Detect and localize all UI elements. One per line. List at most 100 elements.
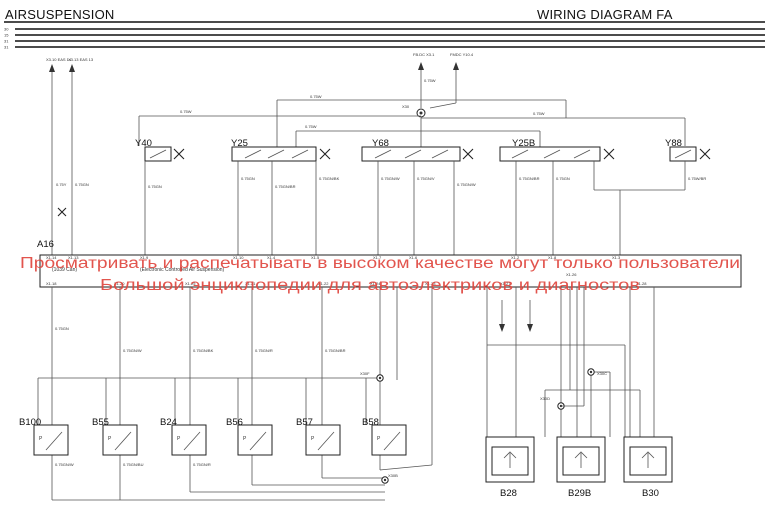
ref-label: X3.13 EAS 13 xyxy=(68,57,94,62)
ref-label: FMDC Y10.4 xyxy=(450,52,474,57)
component-label: B29B xyxy=(568,488,591,499)
valve-symbol-icon xyxy=(699,148,711,160)
wire xyxy=(244,149,262,159)
wire xyxy=(573,149,591,159)
wire-color: 0.75GN xyxy=(241,176,255,181)
sensor-b58: B58 P xyxy=(362,417,407,456)
wire-color: 0.75GN/BR xyxy=(275,184,296,189)
wire-color: 0.75GN/BU xyxy=(123,462,144,467)
pin-label: X1.4 xyxy=(267,255,276,260)
wire-color: 0.75GN/R xyxy=(255,348,273,353)
pin-label: X1.27 xyxy=(500,281,511,286)
power-buses: 30 15 31 31 xyxy=(4,27,765,50)
wire xyxy=(267,149,285,159)
arrow-icon xyxy=(69,64,75,72)
component-label: B56 xyxy=(226,417,243,428)
ecu-label: A16 xyxy=(37,239,54,250)
component-label: B55 xyxy=(92,417,109,428)
valve-y40: Y40 xyxy=(135,138,185,255)
valve-symbol-icon xyxy=(603,148,615,160)
splice-icon xyxy=(589,370,593,374)
pin-label: X1.25 xyxy=(185,281,196,286)
pin-label: X1.28 xyxy=(636,281,647,286)
pin-label: X1.18 xyxy=(46,281,57,286)
sensor-b28: B28 xyxy=(485,436,535,499)
component-label: Y40 xyxy=(135,138,152,149)
arrow-icon xyxy=(574,451,588,468)
watermark: Просматривать и распечатывать в высоком … xyxy=(20,255,740,294)
wire-color: 0.75GN/W xyxy=(123,348,142,353)
top-power-refs: FB.DC X3.1 FMDC Y10.4 X30 0.75W 0.75W 0.… xyxy=(138,52,686,147)
wire-color: 0.75W/BR xyxy=(688,176,706,181)
pin-label: X1.8 xyxy=(548,255,557,260)
junction-label: X30D xyxy=(540,396,550,401)
right-wiring: X30C X30D xyxy=(486,287,655,437)
watermark-line: Большой энциклопедии для автоэлектриков … xyxy=(100,277,640,294)
wire-color: 0.75W xyxy=(180,109,192,114)
pressure-sensor-icon xyxy=(305,424,341,456)
p-symbol-icon: P xyxy=(243,436,247,442)
wire xyxy=(431,149,449,159)
wire-color: 0.75W xyxy=(533,111,545,116)
wire-color: 0.75GN/W xyxy=(381,176,400,181)
wire xyxy=(429,102,457,109)
height-sensors: B28 B29B B30 xyxy=(485,436,673,499)
p-symbol-icon: P xyxy=(377,436,381,442)
pin-label: X1.22 xyxy=(318,281,329,286)
splice-icon xyxy=(419,111,423,115)
wire-color: 0.75GN/BK xyxy=(193,348,214,353)
pin-label: X1.10 xyxy=(233,255,244,260)
pin-label: X1.26 xyxy=(566,272,577,277)
p-symbol-icon: P xyxy=(311,436,315,442)
wire xyxy=(374,149,392,159)
wire xyxy=(45,431,63,451)
pressure-sensor-icon xyxy=(102,424,138,456)
watermark-line: Просматривать и распечатывать в высоком … xyxy=(20,255,740,272)
wire xyxy=(543,149,561,159)
wire-color: 0.75W xyxy=(305,124,317,129)
component-label: Y68 xyxy=(372,138,389,149)
component-label: B24 xyxy=(160,417,177,428)
wire xyxy=(317,431,335,451)
component-label: Y88 xyxy=(665,138,682,149)
valve-coil-icon xyxy=(231,146,317,162)
wire xyxy=(383,431,401,451)
p-symbol-icon: P xyxy=(177,436,181,442)
wire xyxy=(114,431,132,451)
sensor-b24: B24 P xyxy=(160,417,207,456)
wire-color: 0.75GN/W xyxy=(457,182,476,187)
bus-label: 30 xyxy=(4,27,9,32)
valve-y25: Y25 xyxy=(231,138,331,255)
wire xyxy=(674,149,692,159)
sensor-b30: B30 xyxy=(623,436,673,499)
sensor-b57: B57 P xyxy=(296,417,341,456)
valve-y25b: Y25B xyxy=(499,138,615,255)
bus-label: 31 xyxy=(4,39,9,44)
wire-color: 0.75Y xyxy=(56,182,67,187)
valve-coil-icon xyxy=(361,146,461,162)
pin-label: X1.5 xyxy=(311,255,320,260)
pin-label: X1.14 xyxy=(46,255,57,260)
valve-symbol-icon xyxy=(173,148,185,160)
ecu-a16: A16 (1039 Can) (Electronic Controlled Ai… xyxy=(37,239,742,288)
pressure-sensor-icon xyxy=(371,424,407,456)
left-refs: X3.10 EAS 14 X3.13 EAS 13 0.75Y 0.75GN xyxy=(46,57,94,255)
arrow-icon xyxy=(503,451,517,468)
arrow-icon xyxy=(49,64,55,72)
valve-y88: Y88 0.75W/BR xyxy=(594,138,711,255)
pin-label: X1.13 xyxy=(68,255,79,260)
wire xyxy=(291,149,309,159)
pin-label: X1.9 xyxy=(140,255,149,260)
wire-color: 0.75GN/V xyxy=(417,176,435,181)
arrow-icon xyxy=(641,451,655,468)
component-label: B30 xyxy=(642,488,659,499)
upper-wire-labels: 0.75GN 0.75GN 0.75GN/BR 0.75GN/BK 0.75GN… xyxy=(148,176,570,189)
splice-icon xyxy=(378,376,382,380)
wire-color: 0.75GN xyxy=(55,326,69,331)
wire-color: 0.75GN xyxy=(556,176,570,181)
ecu-desc: (Electronic Controlled Air Suspension) xyxy=(140,267,225,273)
pin-label: X1.7 xyxy=(373,255,382,260)
pin-label: X1.2 xyxy=(511,255,520,260)
pressure-sensor-icon xyxy=(171,424,207,456)
